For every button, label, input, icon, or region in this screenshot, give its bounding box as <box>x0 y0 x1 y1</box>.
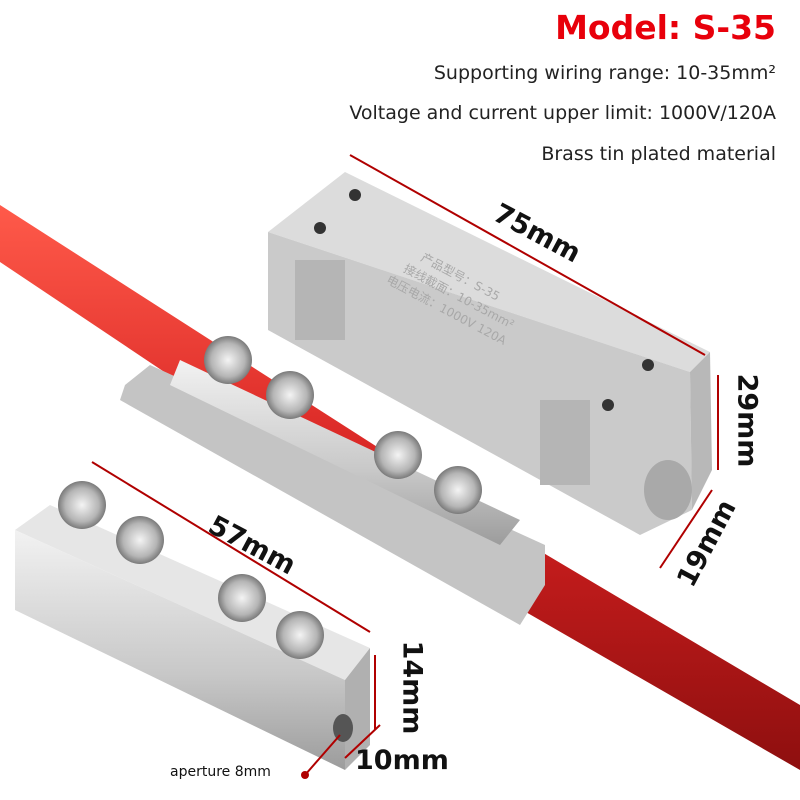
spec-wiring-range: Supporting wiring range: 10-35mm² <box>433 62 776 84</box>
dim-bar-width: 10mm <box>355 745 449 776</box>
aperture-label: aperture 8mm <box>170 764 271 780</box>
spec-voltage-current: Voltage and current upper limit: 1000V/1… <box>349 102 776 124</box>
dim-cover-height: 29mm <box>731 373 763 468</box>
base-housing <box>120 360 545 625</box>
aperture-hole <box>333 714 353 742</box>
model-title: Model: S-35 <box>555 8 776 47</box>
cover-housing: 产品型号：S-35 接线截面：10-35mm² 电压电流：1000V 120A <box>268 172 712 535</box>
dimension-lines <box>91 154 719 779</box>
dim-bar-height: 14mm <box>396 640 428 735</box>
spec-material: Brass tin plated material <box>541 143 776 165</box>
screws <box>58 336 482 659</box>
